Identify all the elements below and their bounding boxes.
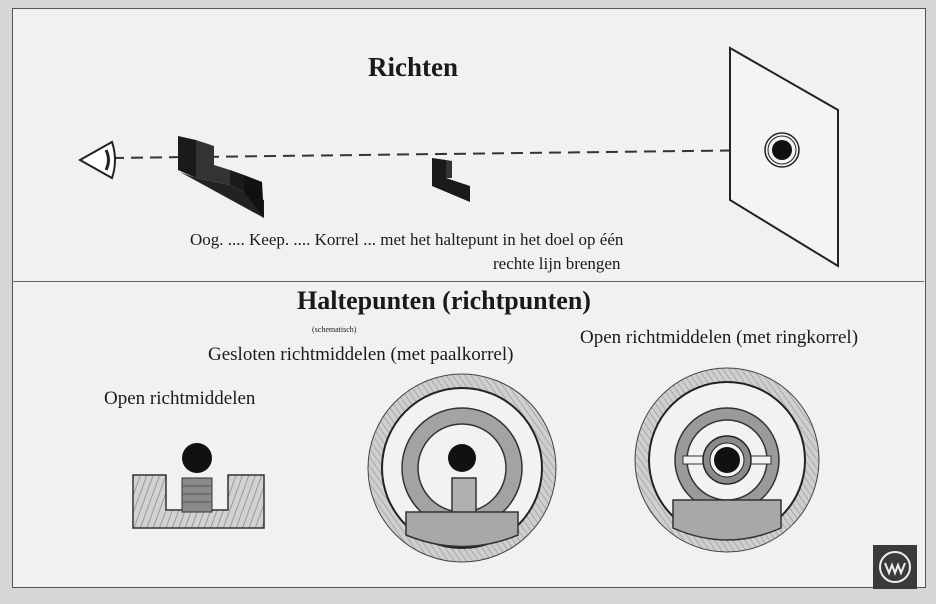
section-title-aiming: Richten [368, 52, 458, 82]
closed-sight-picture [367, 373, 557, 563]
open-sight-picture [132, 443, 265, 529]
aiming-caption-line-2: rechte lijn brengen [493, 254, 621, 273]
ring-sights-label: Open richtmiddelen (met ringkorrel) [580, 327, 859, 348]
line-of-sight [111, 149, 771, 159]
target-board [729, 46, 839, 268]
rear-sight-notch-icon [178, 136, 264, 218]
section-title-aim-points: Haltepunten (richtpunten) [297, 286, 591, 315]
front-sight-post-icon [432, 158, 470, 202]
closed-sights-label: Gesloten richtmiddelen (met paalkorrel) [208, 344, 514, 365]
schematic-note: (schematisch) [312, 325, 357, 334]
open-sights-label: Open richtmiddelen [104, 388, 256, 409]
section-divider [12, 281, 924, 282]
eye-icon [77, 140, 116, 180]
aiming-caption-line-1: Oog. .... Keep. .... Korrel ... met het … [190, 230, 624, 249]
ring-sight-picture [634, 367, 820, 553]
rws-logo-icon [873, 545, 917, 589]
